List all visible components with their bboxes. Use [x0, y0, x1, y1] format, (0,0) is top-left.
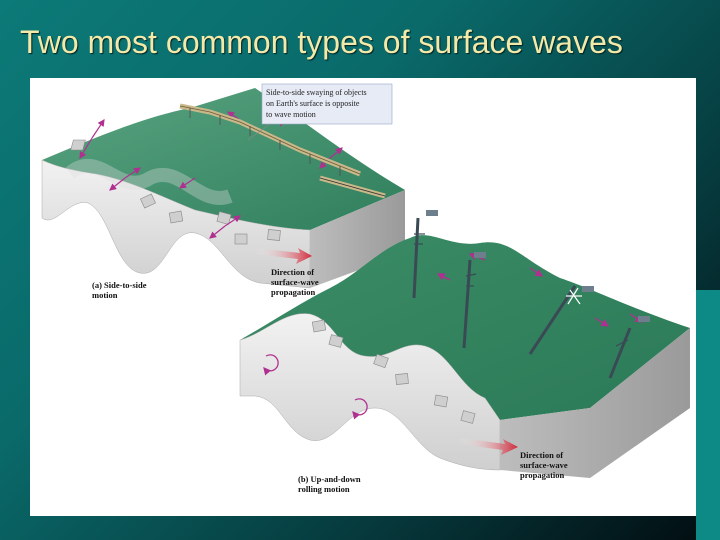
callout-line-3: to wave motion [266, 110, 316, 119]
callout-line-1: Side-to-side swaying of objects [266, 88, 367, 97]
panel-a-block [41, 88, 405, 289]
panel-a-direction-line-2: surface-wave [271, 277, 319, 287]
panel-b-label-line-2: rolling motion [298, 484, 350, 494]
panel-a-label-line-1: (a) Side-to-side [92, 280, 147, 290]
accent-strip [696, 290, 720, 540]
surface-waves-figure: Side-to-side swaying of objects on Earth… [30, 78, 696, 516]
panel-b-direction-line-3: propagation [520, 470, 565, 480]
callout-line-2: on Earth's surface is opposite [266, 99, 360, 108]
callout-box: Side-to-side swaying of objects on Earth… [247, 83, 393, 141]
panel-a-direction-line-3: propagation [271, 287, 316, 297]
panel-a-label-line-2: motion [92, 290, 118, 300]
panel-a-direction-line-1: Direction of [271, 267, 314, 277]
panel-b-direction-line-1: Direction of [520, 450, 563, 460]
panel-b-label-line-1: (b) Up-and-down [298, 474, 361, 484]
propagation-arrow-a [254, 248, 312, 264]
slide-title: Two most common types of surface waves [20, 24, 623, 60]
propagation-arrow-b [458, 438, 518, 455]
panel-b-block [239, 210, 690, 478]
panel-b-direction-line-2: surface-wave [520, 460, 568, 470]
surface-waves-diagram: Side-to-side swaying of objects on Earth… [41, 83, 690, 494]
